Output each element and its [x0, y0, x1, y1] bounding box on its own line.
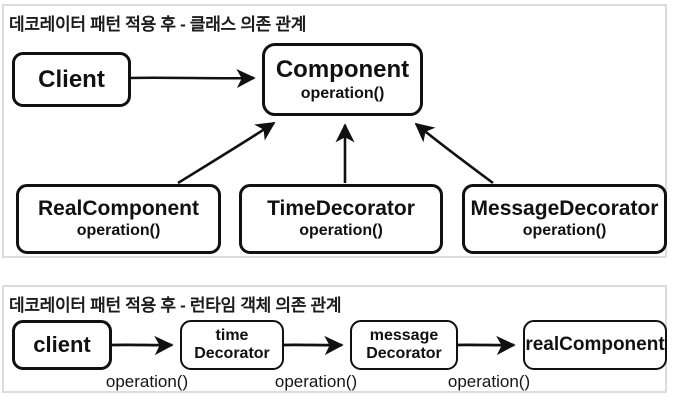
- class-node-messagedecorator-label: MessageDecorator: [470, 197, 659, 221]
- class-node-realcomponent-method: operation(): [76, 222, 161, 240]
- class-node-timedecorator: TimeDecorator operation(): [239, 184, 443, 254]
- runtime-node-client-label: client: [33, 332, 91, 358]
- runtime-node-timedecorator-line2: Decorator: [194, 345, 270, 362]
- class-node-client-label: Client: [38, 65, 105, 93]
- runtime-node-messagedecorator: message Decorator: [350, 320, 458, 370]
- runtime-node-realcomponent-label: realComponent: [525, 334, 665, 356]
- class-diagram-title: 데코레이터 패턴 적용 후 - 클래스 의존 관계: [9, 15, 307, 34]
- class-node-component-label: Component: [275, 56, 410, 83]
- runtime-diagram-panel: 데코레이터 패턴 적용 후 - 런타임 객체 의존 관계 client time…: [2, 285, 667, 393]
- class-node-client: Client: [12, 52, 131, 107]
- runtime-edge-label-3: operation(): [447, 372, 531, 391]
- arrow-messagedecorator-to-component: [414, 122, 494, 185]
- arrow-client-to-component: [127, 68, 256, 89]
- class-node-timedecorator-label: TimeDecorator: [267, 197, 415, 221]
- class-node-timedecorator-method: operation(): [299, 222, 383, 240]
- class-node-messagedecorator: MessageDecorator operation(): [462, 184, 667, 254]
- class-node-realcomponent: RealComponent operation(): [16, 184, 221, 254]
- runtime-node-messagedecorator-line1: message: [369, 326, 439, 344]
- runtime-node-realcomponent: realComponent: [523, 320, 667, 370]
- runtime-node-timedecorator: time Decorator: [180, 320, 284, 370]
- arrow-realcomponent-to-component: [177, 121, 276, 185]
- runtime-diagram-title: 데코레이터 패턴 적용 후 - 런타임 객체 의존 관계: [9, 296, 342, 315]
- class-node-component: Component operation(): [262, 43, 423, 116]
- runtime-edge-label-1: operation(): [105, 372, 189, 391]
- runtime-node-timedecorator-line1: time: [215, 326, 249, 344]
- class-node-component-method: operation(): [300, 84, 385, 102]
- class-node-realcomponent-label: RealComponent: [37, 197, 199, 221]
- runtime-node-client: client: [12, 320, 112, 370]
- class-node-messagedecorator-method: operation(): [522, 222, 607, 240]
- class-diagram-panel: 데코레이터 패턴 적용 후 - 클래스 의존 관계 Client Compone…: [2, 4, 667, 258]
- runtime-node-messagedecorator-line2: Decorator: [366, 345, 442, 362]
- runtime-edge-label-2: operation(): [274, 372, 358, 391]
